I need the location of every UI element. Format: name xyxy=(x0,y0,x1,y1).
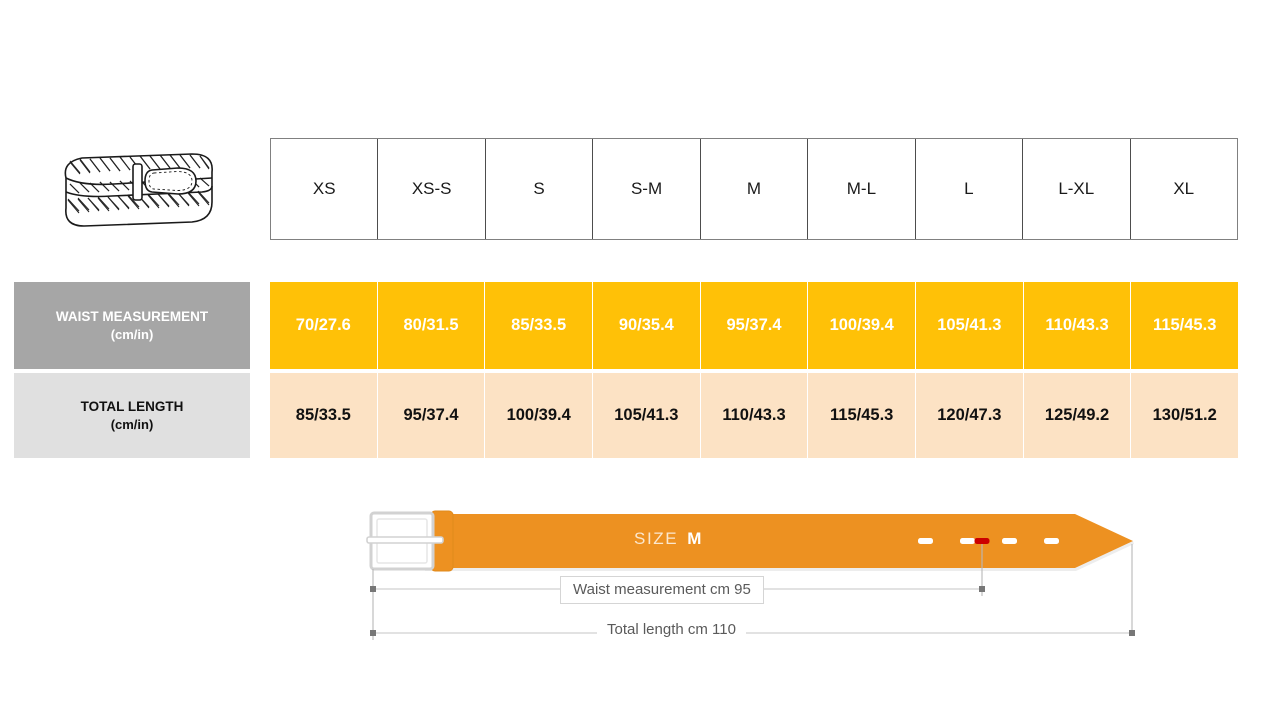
length-value-6: 120/47.3 xyxy=(916,373,1024,458)
size-header-cell-7: L-XL xyxy=(1023,139,1131,239)
belt-hole-3-highlighted xyxy=(974,538,990,544)
waist-value-6: 105/41.3 xyxy=(916,282,1024,369)
waist-value-3: 90/35.4 xyxy=(593,282,701,369)
belt-diagram xyxy=(355,500,1155,655)
waist-value-1: 80/31.5 xyxy=(377,282,486,369)
size-header-cell-2: S xyxy=(486,139,594,239)
belt-hole-5 xyxy=(1044,538,1059,544)
size-header-cell-1: XS-S xyxy=(378,139,486,239)
waist-measurement-label-unit: (cm/in) xyxy=(110,326,154,342)
braided-belt-icon xyxy=(64,153,213,227)
total-length-values: 85/33.5 95/37.4 100/39.4 105/41.3 110/43… xyxy=(270,373,1239,458)
belt-shadow xyxy=(425,541,1134,571)
total-length-label-unit: (cm/in) xyxy=(110,416,154,432)
waist-measurement-values: 70/27.6 80/31.5 85/33.5 90/35.4 95/37.4 … xyxy=(270,282,1239,369)
size-header-table: XS XS-S S S-M M M-L L L-XL XL xyxy=(270,138,1238,240)
waist-value-4: 95/37.4 xyxy=(700,282,809,369)
waist-measurement-label: WAIST MEASUREMENT (cm/in) xyxy=(14,282,250,369)
belt-buckle-prong xyxy=(366,536,444,544)
size-header-cell-3: S-M xyxy=(593,139,701,239)
total-length-dimension-label: Total length cm 110 xyxy=(597,619,746,640)
size-header-cell-4: M xyxy=(701,139,809,239)
belt-hole-4 xyxy=(1002,538,1017,544)
waist-value-2: 85/33.5 xyxy=(485,282,594,369)
total-length-marker-left xyxy=(370,630,376,636)
waist-measurement-label-title: WAIST MEASUREMENT xyxy=(55,308,209,324)
total-length-label: TOTAL LENGTH (cm/in) xyxy=(14,373,250,458)
belt-strap xyxy=(425,514,1133,568)
belt-diagram-svg xyxy=(366,510,1135,640)
total-length-row: TOTAL LENGTH (cm/in) 85/33.5 95/37.4 100… xyxy=(14,373,1239,458)
waist-value-0: 70/27.6 xyxy=(270,282,378,369)
product-icon xyxy=(52,140,222,240)
waist-dimension-marker-left xyxy=(370,586,376,592)
waist-value-7: 110/43.3 xyxy=(1023,282,1132,369)
length-value-5: 115/45.3 xyxy=(808,373,917,458)
belt-hole-1 xyxy=(918,538,933,544)
waist-dimension-label: Waist measurement cm 95 xyxy=(560,576,764,604)
length-value-8: 130/51.2 xyxy=(1131,373,1239,458)
length-value-0: 85/33.5 xyxy=(270,373,378,458)
length-value-2: 100/39.4 xyxy=(485,373,594,458)
length-value-7: 125/49.2 xyxy=(1023,373,1132,458)
size-header-cell-8: XL xyxy=(1173,179,1195,198)
waist-dimension-marker-right xyxy=(979,586,985,592)
waist-value-5: 100/39.4 xyxy=(808,282,917,369)
waist-value-8: 115/45.3 xyxy=(1131,282,1239,369)
length-value-3: 105/41.3 xyxy=(593,373,701,458)
total-length-label-title: TOTAL LENGTH xyxy=(80,398,184,414)
total-length-marker-right xyxy=(1129,630,1135,636)
size-header-cell-0: XS xyxy=(271,139,379,239)
length-value-4: 110/43.3 xyxy=(700,373,809,458)
waist-measurement-row: WAIST MEASUREMENT (cm/in) 70/27.6 80/31.… xyxy=(14,282,1239,369)
length-value-1: 95/37.4 xyxy=(377,373,486,458)
size-header-cell-5: M-L xyxy=(808,139,916,239)
size-header-cell-6: L xyxy=(916,139,1024,239)
belt-hole-2 xyxy=(960,538,975,544)
